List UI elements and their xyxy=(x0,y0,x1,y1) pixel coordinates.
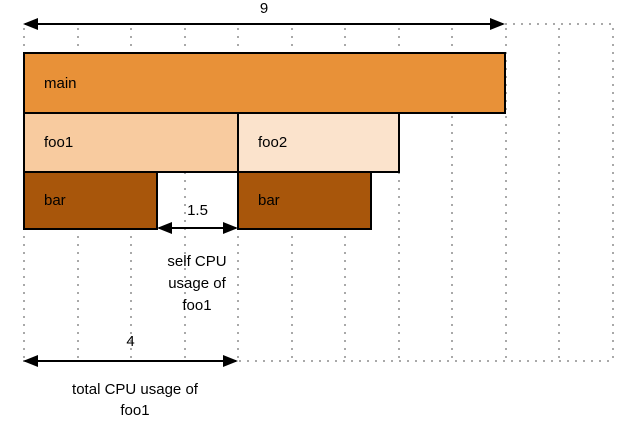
arrow-shaft xyxy=(25,23,503,25)
grid-line xyxy=(398,28,400,361)
frame-main-label: main xyxy=(44,74,77,92)
grid-line xyxy=(558,28,560,361)
grid-line xyxy=(612,28,614,361)
frame-foo1-label: foo1 xyxy=(44,134,74,151)
frame-foo2-label: foo2 xyxy=(258,134,288,151)
self-usage-caption: self CPU usage of foo1 xyxy=(167,253,227,314)
total-usage-arrow xyxy=(23,355,238,367)
total-width-arrow xyxy=(23,18,505,30)
frame-bar-left-label: bar xyxy=(44,192,66,209)
grid-line xyxy=(505,28,507,361)
frame-main: main xyxy=(23,52,506,114)
total-usage-value: 4 xyxy=(126,333,135,350)
frame-bar-left: bar xyxy=(23,171,158,230)
grid-hline-top xyxy=(505,23,615,25)
grid-hline-bottom xyxy=(23,360,615,362)
grid-line xyxy=(451,28,453,361)
self-usage-arrow xyxy=(157,222,238,234)
frame-bar-right: bar xyxy=(237,171,372,230)
frame-foo2: foo2 xyxy=(237,112,400,173)
arrow-shaft xyxy=(159,227,236,229)
self-usage-value: 1.5 xyxy=(187,202,208,219)
arrow-shaft xyxy=(25,360,236,362)
total-width-value: 9 xyxy=(259,0,269,17)
frame-bar-right-label: bar xyxy=(258,192,280,209)
frame-foo1: foo1 xyxy=(23,112,239,173)
grid-line xyxy=(184,28,186,361)
total-usage-caption: total CPU usage of foo1 xyxy=(72,381,198,419)
